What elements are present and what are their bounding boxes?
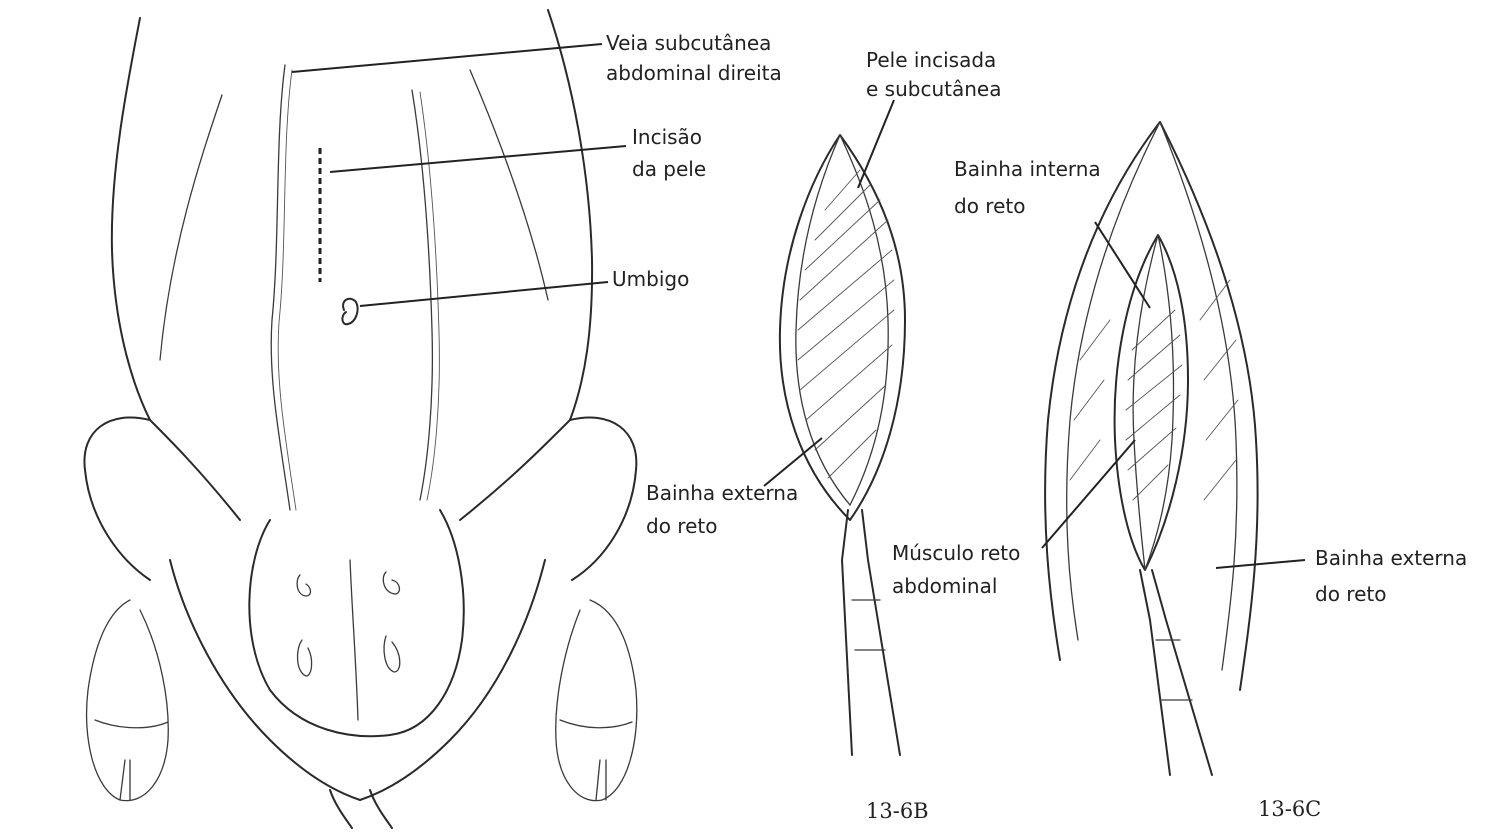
label-outer-sheath-c-line1: Bainha externa: [1315, 546, 1467, 570]
cow-ventral-view: [84, 10, 636, 828]
label-umbilicus: Umbigo: [612, 267, 689, 291]
caption-13-6c: 13-6C: [1258, 797, 1321, 821]
label-incision-line2: da pele: [632, 157, 706, 181]
umbilicus-mark: [342, 299, 357, 325]
label-incised-skin-line2: e subcutânea: [866, 77, 1001, 101]
label-outer-sheath-c-line2: do reto: [1315, 582, 1386, 606]
label-outer-sheath-b-line2: do reto: [646, 514, 717, 538]
label-rectus-muscle-line2: abdominal: [892, 574, 997, 598]
label-inner-sheath-line2: do reto: [954, 194, 1025, 218]
label-incision-line1: Incisão: [632, 125, 702, 149]
label-vein-line2: abdominal direita: [606, 61, 782, 85]
caption-13-6b: 13-6B: [866, 799, 929, 823]
figure-13-6b: [764, 100, 905, 755]
label-inner-sheath-line1: Bainha interna: [954, 157, 1101, 181]
figure-13-6c: [1042, 122, 1305, 775]
label-outer-sheath-b-line1: Bainha externa: [646, 481, 798, 505]
label-vein-line1: Veia subcutânea: [606, 31, 771, 55]
label-rectus-muscle-line1: Músculo reto: [892, 541, 1020, 565]
label-incised-skin-line1: Pele incisada: [866, 48, 996, 72]
